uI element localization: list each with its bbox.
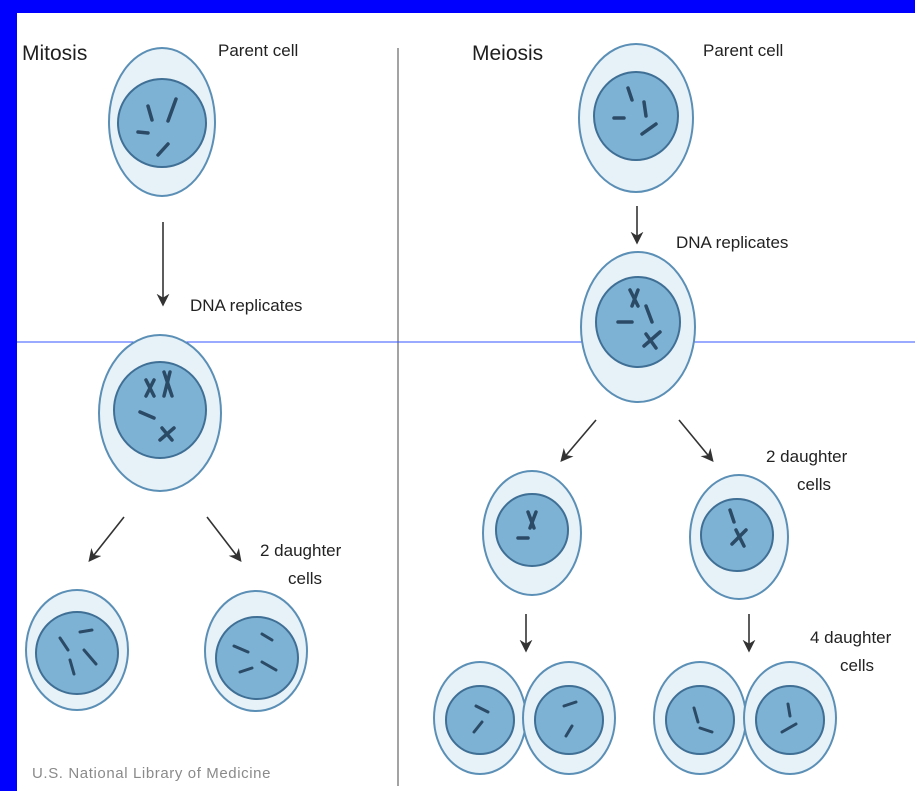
mitosis-daughters-label-line1: 2 daughter [260,541,342,560]
mitosis-parent-cell [109,48,215,196]
meiosis-parent-label: Parent cell [703,41,783,60]
mitosis-parent-label: Parent cell [218,41,298,60]
meiosis-four-daughters-line2: cells [840,656,874,675]
meiosis-two-daughters-line1: 2 daughter [766,447,848,466]
meiosis-granddaughter-cell-1 [434,662,526,774]
mitosis-daughters-label-line2: cells [288,569,322,588]
meiosis-title: Meiosis [472,42,543,65]
credit-text: U.S. National Library of Medicine [32,765,271,782]
meiosis-parent-cell [579,44,693,192]
meiosis-granddaughter-cell-3 [654,662,746,774]
meiosis-replicated-cell [581,252,695,402]
meiosis-daughter-cell-right [690,475,788,599]
meiosis-two-daughters-line2: cells [797,475,831,494]
mitosis-title: Mitosis [22,42,87,65]
meiosis-four-daughters-line1: 4 daughter [810,628,892,647]
meiosis-daughter-cell-left [483,471,581,595]
mitosis-replicates-label: DNA replicates [190,296,302,315]
mitosis-daughter-cell-right [205,591,307,711]
meiosis-granddaughter-cell-4 [744,662,836,774]
mitosis-daughter-cell-left [26,590,128,710]
meiosis-granddaughter-cell-2 [523,662,615,774]
mitosis-replicated-cell [99,335,221,491]
meiosis-replicates-label: DNA replicates [676,233,788,252]
